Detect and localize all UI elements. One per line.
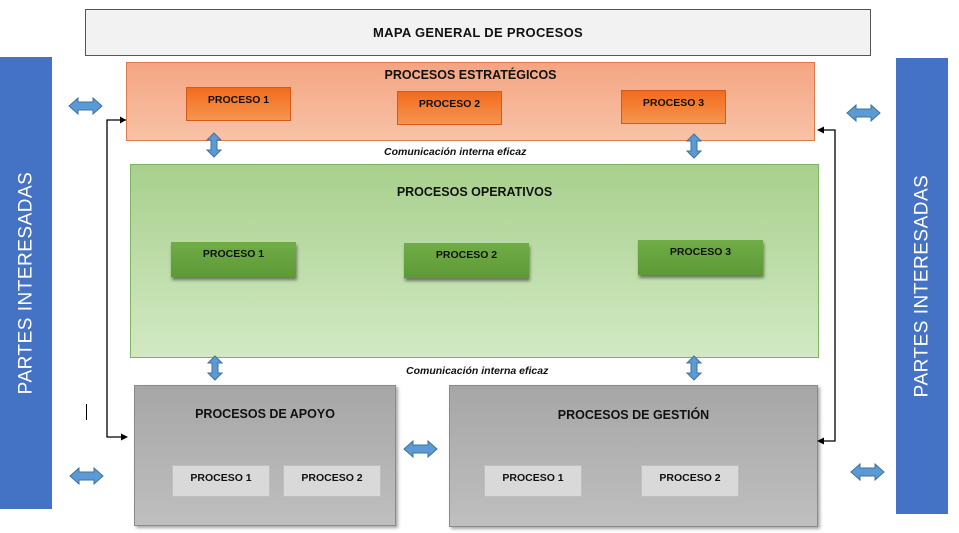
stakeholders-right: PARTES INTERESADAS [896, 58, 948, 514]
double-arrow-horizontal-icon [69, 466, 104, 486]
support-processes-title: PROCESOS DE APOYO [195, 407, 335, 421]
stakeholders-right-label: PARTES INTERESADAS [911, 174, 933, 398]
communication-label-bottom: Comunicación interna eficaz [406, 365, 549, 377]
support-process-1: PROCESO 1 [172, 465, 270, 497]
double-arrow-vertical-icon [685, 355, 703, 381]
left-connector-arrow [106, 116, 128, 441]
double-arrow-horizontal-icon [846, 103, 881, 123]
stakeholders-left: PARTES INTERESADAS [0, 57, 52, 509]
strategic-process-1: PROCESO 1 [186, 87, 291, 121]
double-arrow-vertical-icon [205, 132, 223, 158]
operative-process-3: PROCESO 3 [638, 240, 763, 275]
support-process-2: PROCESO 2 [283, 465, 381, 497]
management-process-2: PROCESO 2 [641, 465, 739, 497]
double-arrow-horizontal-icon [68, 96, 103, 116]
stakeholders-left-label: PARTES INTERESADAS [15, 171, 37, 395]
management-processes-title: PROCESOS DE GESTIÓN [557, 408, 710, 422]
double-arrow-vertical-icon [206, 355, 224, 381]
operative-process-2: PROCESO 2 [404, 243, 529, 278]
operative-processes-title: PROCESOS OPERATIVOS [396, 185, 553, 199]
strategic-process-3: PROCESO 3 [621, 90, 726, 124]
strategic-process-2: PROCESO 2 [397, 91, 502, 125]
operative-process-1: PROCESO 1 [171, 242, 296, 277]
double-arrow-horizontal-icon [403, 439, 438, 459]
communication-label-top: Comunicación interna eficaz [384, 146, 527, 158]
management-processes-box [449, 385, 818, 527]
double-arrow-vertical-icon [685, 133, 703, 159]
double-arrow-horizontal-icon [850, 462, 885, 482]
right-connector-arrow [817, 126, 836, 445]
tick-mark [86, 404, 87, 420]
support-processes-box [134, 385, 396, 526]
page-title: MAPA GENERAL DE PROCESOS [85, 9, 871, 56]
strategic-processes-title: PROCESOS ESTRATÉGICOS [384, 68, 557, 82]
management-process-1: PROCESO 1 [484, 465, 582, 497]
